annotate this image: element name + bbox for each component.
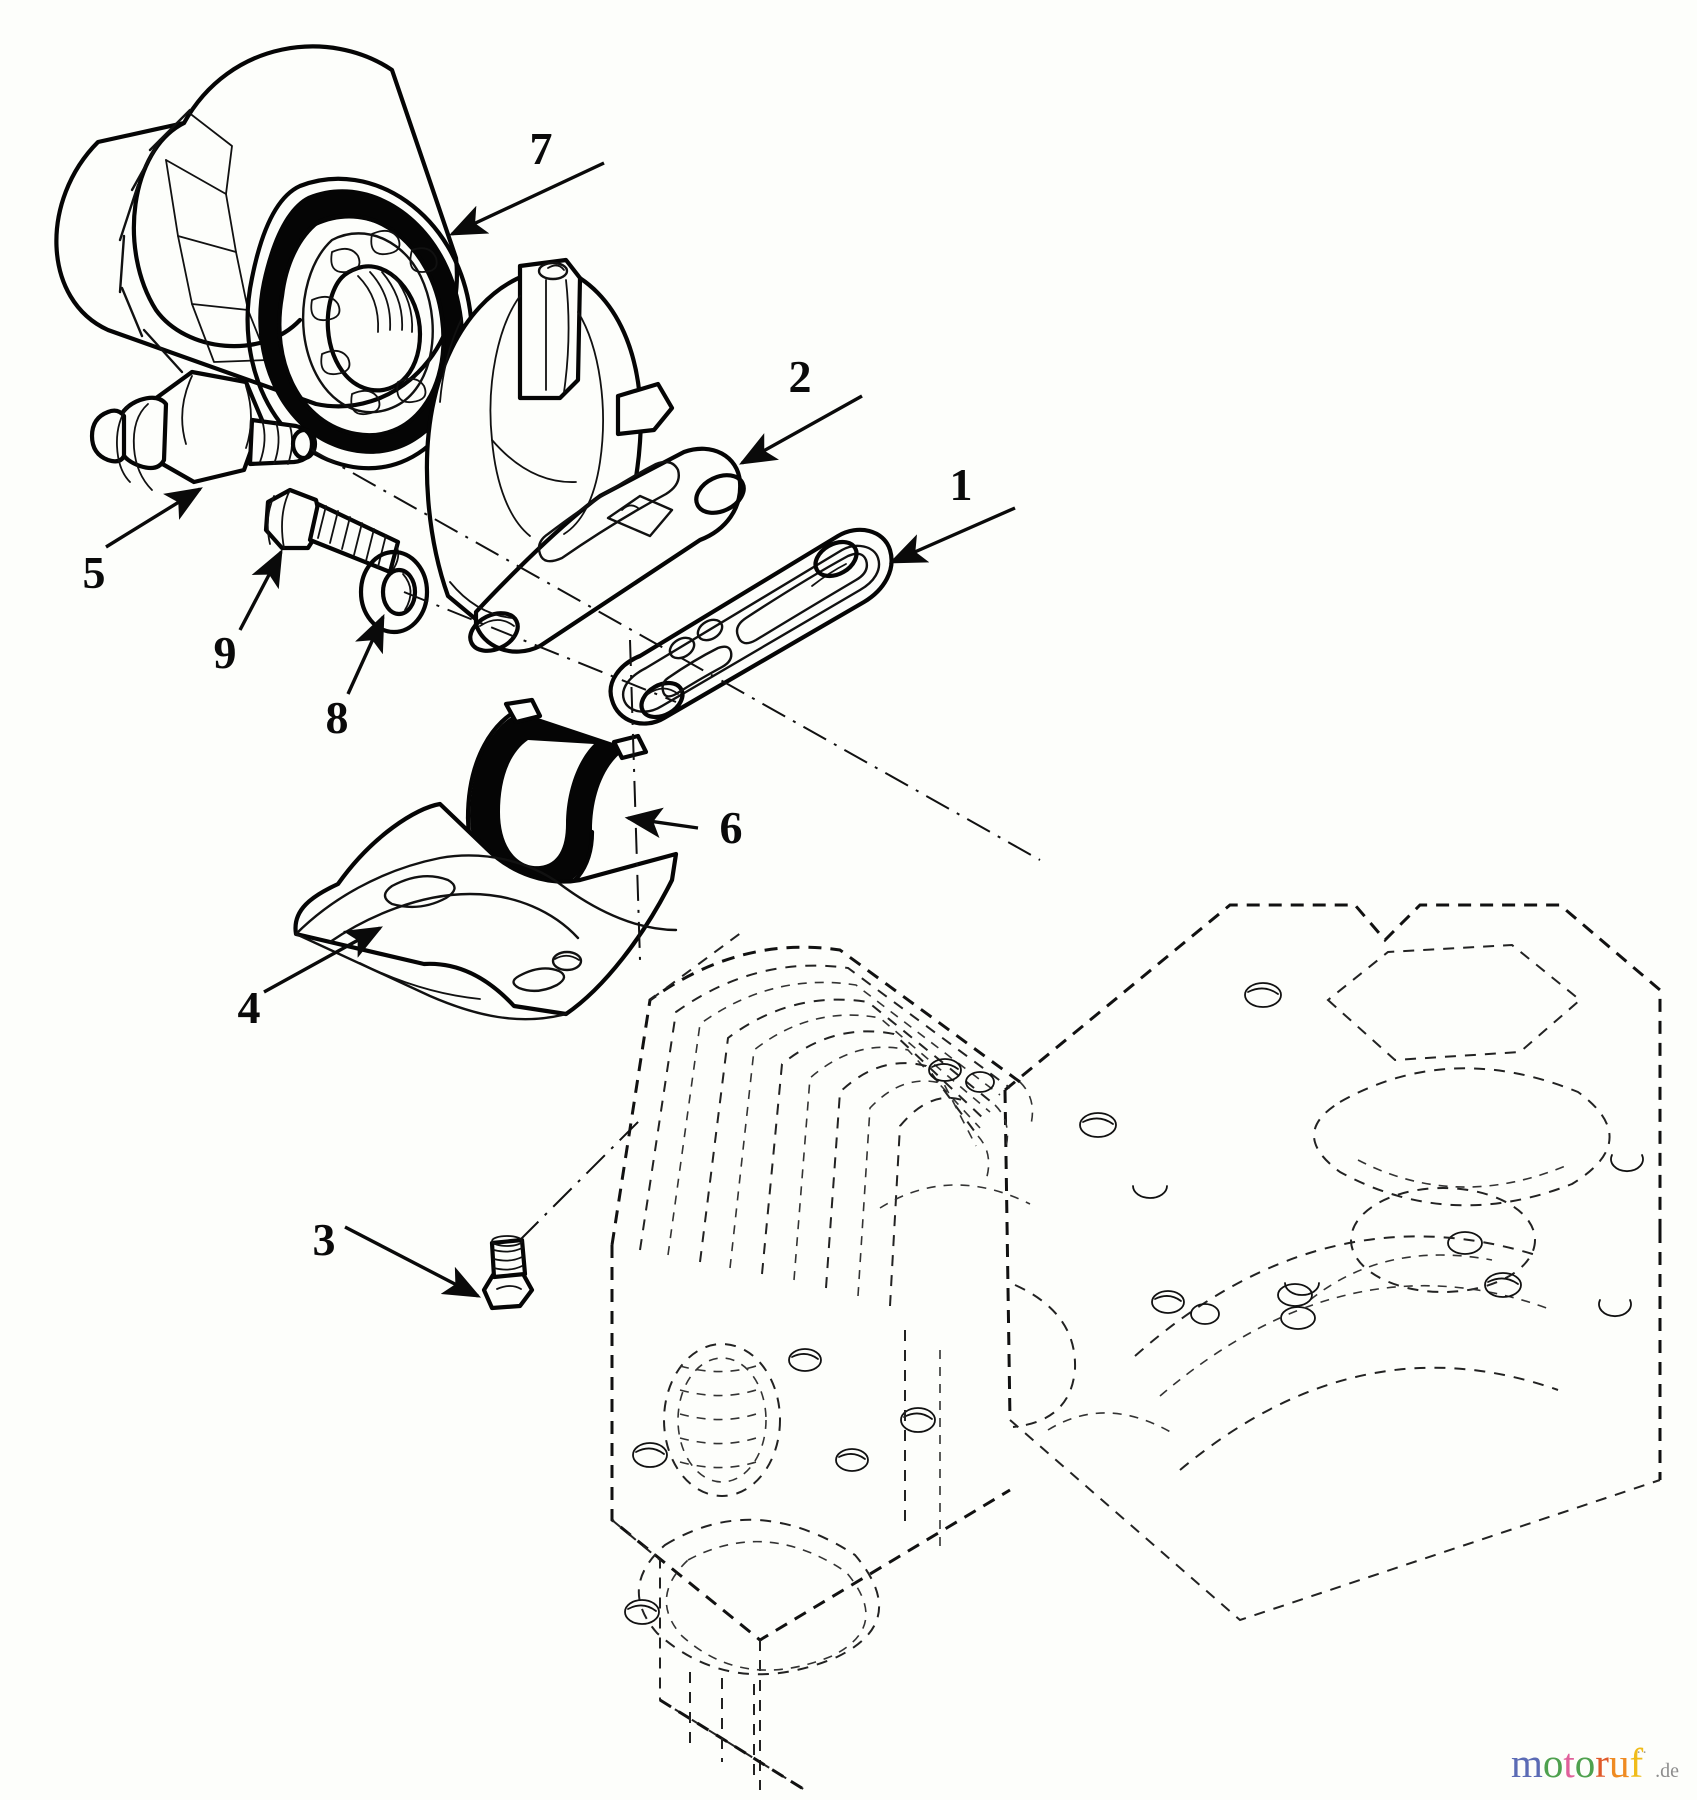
callout-number-6: 6 xyxy=(720,802,743,853)
leader-8 xyxy=(346,613,385,695)
callout-number-9: 9 xyxy=(214,627,237,678)
engine-block xyxy=(610,903,1662,1792)
callout-number-2: 2 xyxy=(789,351,812,402)
oil-filter-cartridge xyxy=(54,44,475,471)
watermark-motoruf: motoruf·· .de xyxy=(1511,1743,1679,1784)
oil-pressure-switch xyxy=(89,369,318,491)
hex-head-bolt xyxy=(263,487,401,575)
engine-cooling-fins xyxy=(610,945,1034,1307)
threaded-bore xyxy=(663,1343,781,1497)
leader-7 xyxy=(448,161,605,236)
wm-dots: ·· xyxy=(1636,1745,1649,1761)
leader-6 xyxy=(624,807,699,838)
wm-letter-u: u xyxy=(1608,1740,1630,1786)
wm-letter-m: m xyxy=(1510,1740,1543,1786)
leader-3 xyxy=(344,1225,482,1298)
wm-letter-r: r xyxy=(1595,1740,1609,1786)
wm-letter-o1: o xyxy=(1542,1740,1564,1786)
plug-screw xyxy=(481,1235,535,1311)
leader-5 xyxy=(105,487,203,549)
filter-bracket-shield xyxy=(293,801,679,1021)
callout-number-7: 7 xyxy=(530,123,553,174)
wm-letter-t: t xyxy=(1563,1740,1575,1786)
callout-number-3: 3 xyxy=(313,1214,336,1265)
callout-numbers: 7 2 1 5 9 8 6 4 3 xyxy=(83,123,973,1265)
wm-suffix: .de xyxy=(1655,1760,1679,1782)
wm-letter-o2: o xyxy=(1574,1740,1596,1786)
leader-9 xyxy=(238,548,283,631)
assembly-centerlines xyxy=(311,449,1041,1241)
oil-filter-adapter xyxy=(424,257,746,654)
callout-number-4: 4 xyxy=(238,982,261,1033)
filter-base-plate xyxy=(245,176,475,471)
leader-2 xyxy=(739,394,863,465)
callout-number-5: 5 xyxy=(83,547,106,598)
flat-washer xyxy=(358,549,430,635)
leader-1 xyxy=(888,506,1016,564)
wm-letter-f: f xyxy=(1629,1740,1644,1786)
callout-number-1: 1 xyxy=(950,459,973,510)
callout-leaders xyxy=(105,161,1016,1298)
leader-4 xyxy=(263,926,383,994)
callout-number-8: 8 xyxy=(326,692,349,743)
